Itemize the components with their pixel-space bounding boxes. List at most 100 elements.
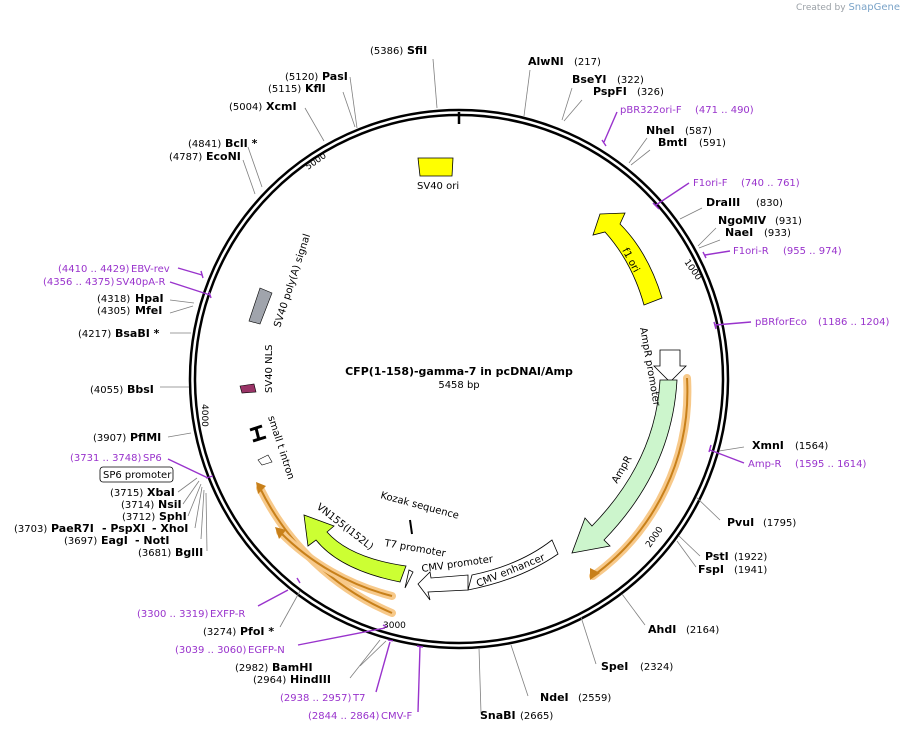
- site-ndei: NdeI: [540, 691, 569, 704]
- sp6-promoter-mark: [257, 454, 273, 466]
- primer-amp-r: Amp-R: [748, 459, 782, 470]
- primer-range-pbrforeco: (1186 .. 1204): [818, 317, 890, 328]
- site-hpai: HpaI: [135, 292, 164, 305]
- site-xmni: XmnI: [752, 439, 784, 452]
- site-pvui: PvuI: [727, 516, 754, 529]
- site-bmti: BmtI: [658, 136, 687, 149]
- snapgene-credit: Created by SnapGene: [796, 2, 900, 13]
- site-mfei: MfeI: [135, 304, 162, 317]
- site-fspi: FspI: [698, 563, 724, 576]
- site-pspfi: PspFI: [593, 85, 627, 98]
- site-pos-bsabi: (4217): [78, 329, 111, 340]
- site-xcmi: XcmI: [266, 100, 297, 113]
- site-spei: SpeI: [601, 660, 628, 673]
- sv40-polya-feature: [248, 287, 273, 325]
- site-snabi: SnaBI: [480, 709, 516, 722]
- primer-range-sv40pa-r: (4356 .. 4375): [43, 277, 115, 288]
- site-pos-naei: (933): [764, 228, 791, 239]
- site-pos-hindiii: (2964): [253, 675, 286, 686]
- primer-range-ebv-rev: (4410 .. 4429): [58, 264, 130, 275]
- site-pos-draiii: (830): [756, 198, 783, 209]
- site-sphi: SphI: [159, 510, 187, 523]
- orf-arrow-left-inner: [275, 527, 286, 539]
- restriction-sites: (5386) SfiI AlwNI (217) (5120) PasI (511…: [14, 44, 828, 722]
- site-pos-alwni: (217): [574, 57, 601, 68]
- ampr-promoter-feature: [653, 349, 687, 383]
- label-sv40-polya: SV40 poly(A) signal: [272, 233, 313, 329]
- site-paer7i: PaeR7I: [51, 522, 94, 535]
- primer-range-t7: (2938 .. 2957): [280, 693, 352, 704]
- site-ahdi: AhdI: [648, 623, 676, 636]
- site-leader-lines: [160, 58, 745, 714]
- site-pos-bcli: (4841): [188, 139, 221, 150]
- site-xbai: XbaI: [147, 486, 175, 499]
- primer-f1ori-r: F1ori-R: [733, 246, 769, 257]
- site-pos-nhei: (587): [685, 126, 712, 137]
- tick-label-4000: 4000: [199, 404, 209, 427]
- site-pos-spei: (2324): [640, 662, 673, 673]
- site-kfli: KflI: [305, 82, 326, 95]
- site-pos-bseyi: (322): [617, 75, 644, 86]
- primer-range-cmv-f: (2844 .. 2864): [308, 711, 380, 722]
- primer-t7: T7: [352, 693, 365, 704]
- site-pfoi: PfoI *: [240, 625, 274, 638]
- site-sfii: SfiI: [407, 44, 427, 57]
- site-pos-xmni: (1564): [795, 441, 828, 452]
- site-pos-ndei: (2559): [578, 693, 611, 704]
- site-noti: - NotI: [135, 534, 170, 547]
- site-pasi: PasI: [322, 70, 348, 83]
- primer-range-amp-r: (1595 .. 1614): [795, 459, 867, 470]
- f1-ori-feature: [592, 212, 663, 306]
- primer-ebv-rev: EBV-rev: [131, 264, 170, 275]
- site-naei: NaeI: [725, 226, 753, 239]
- primer-f1ori-f: F1ori-F: [693, 178, 728, 189]
- label-sv40-nls: SV40 NLS: [264, 345, 275, 394]
- site-pos-bglii: (3681): [138, 548, 171, 559]
- site-pos-xbai: (3715): [110, 488, 143, 499]
- primer-range-egfp-n: (3039 .. 3060): [175, 645, 247, 656]
- site-pos-pfoi: (3274): [203, 627, 236, 638]
- primer-sv40pa-r: SV40pA-R: [116, 277, 165, 288]
- site-pos-bbsi: (4055): [90, 385, 123, 396]
- plasmid-name: CFP(1-158)-gamma-7 in pcDNAI/Amp: [345, 365, 573, 378]
- tick-label-5000: 5000: [304, 151, 329, 172]
- primer-range-exfp-r: (3300 .. 3319): [137, 609, 209, 620]
- sv40-nls-feature: [239, 383, 257, 394]
- sp6-promoter-box: [99, 466, 174, 483]
- primer-range-sp6: (3731 .. 3748): [70, 453, 142, 464]
- site-psti: PstI: [705, 550, 729, 563]
- site-bamhi: BamHI: [272, 661, 313, 674]
- site-pos-sphi: (3712): [122, 512, 155, 523]
- primer-sp6: SP6: [143, 453, 162, 464]
- site-bseyi: BseYI: [572, 73, 606, 86]
- site-pos-pspfi: (326): [637, 87, 664, 98]
- site-pos-xcmi: (5004): [229, 102, 262, 113]
- cmv-enhancer-feature: [467, 539, 559, 591]
- small-t-intron-feature: [249, 424, 267, 443]
- orf-arrow-left-outer: [256, 482, 266, 494]
- site-pos-mfei: (4305): [97, 306, 130, 317]
- site-bcli: BclI *: [225, 137, 258, 150]
- cmv-promoter-feature: [417, 571, 469, 601]
- site-draiii: DraIII: [706, 196, 740, 209]
- label-sp6-promoter: SP6 promoter: [103, 470, 172, 481]
- orf-arc-right-line: [592, 377, 689, 577]
- site-alwni: AlwNI: [528, 55, 564, 68]
- site-pos-ngomiv: (931): [775, 216, 802, 227]
- primer-range-f1ori-r: (955 .. 974): [783, 246, 842, 257]
- site-ngomiv: NgoMIV: [718, 214, 767, 227]
- site-econi: EcoNI: [206, 150, 241, 163]
- site-xhoi: - XhoI: [152, 522, 188, 535]
- site-nsii: NsiI: [158, 498, 182, 511]
- backbone-outer: [188, 108, 730, 650]
- sv40-ori-feature: [417, 157, 454, 177]
- primer-labels: pBR322ori-F (471 .. 490) F1ori-F (740 ..…: [43, 105, 890, 722]
- tick-label-3000: 3000: [383, 621, 406, 631]
- site-pos-pasi: (5120): [285, 72, 318, 83]
- site-pos-econi: (4787): [169, 152, 202, 163]
- site-pos-pflmi: (3907): [93, 433, 126, 444]
- label-sv40-ori: SV40 ori: [417, 181, 459, 192]
- credit-prefix: Created by: [796, 3, 846, 13]
- site-nhei: NheI: [646, 124, 675, 137]
